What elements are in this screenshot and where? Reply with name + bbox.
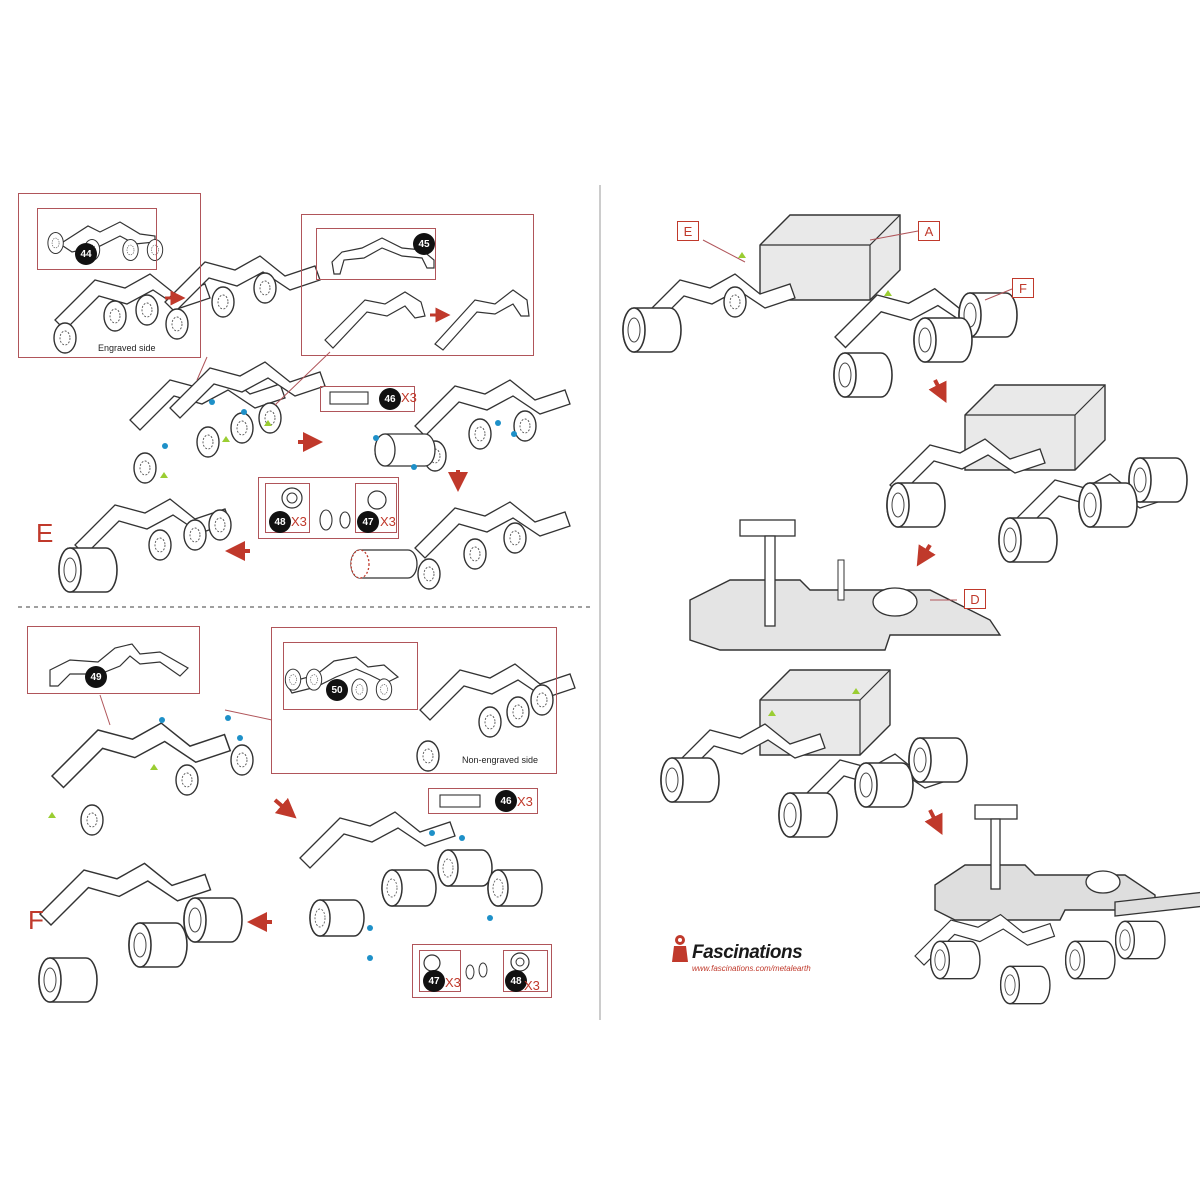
section-label-f: F — [28, 905, 44, 935]
part-number-47-top: 47 — [357, 511, 379, 533]
part-number-49: 49 — [85, 666, 107, 688]
part-number-48-bottom: 48 — [505, 970, 527, 992]
frame-part-44 — [37, 208, 157, 270]
mascot-icon — [672, 935, 688, 962]
frame-parts-47-48-bottom — [412, 944, 552, 998]
frame-step-45-overview — [301, 214, 534, 356]
part-number-50: 50 — [326, 679, 348, 701]
note-non-engraved-side: Non-engraved side — [462, 755, 539, 765]
part-number-46-top: 46 — [379, 388, 401, 410]
frame-parts-48-47-top — [258, 477, 399, 539]
section-label-e: E — [36, 518, 54, 548]
brand-logo: Fascinations www.fascinations.com/metale… — [670, 934, 811, 973]
quantity-48-top: X3 — [291, 514, 307, 529]
quantity-47-bottom: X3 — [445, 975, 461, 990]
frame-step-f-overview — [271, 627, 557, 774]
frame-step-e-overview — [18, 193, 201, 358]
assembly-tag-e: E — [677, 221, 699, 241]
assembly-tag-d: D — [964, 589, 986, 609]
frame-part-50 — [283, 642, 418, 710]
part-number-45: 45 — [413, 233, 435, 255]
frame-part-48-bottom — [503, 950, 548, 992]
quantity-48-bottom: X3 — [524, 978, 540, 993]
part-number-44: 44 — [75, 243, 97, 265]
brand-url: www.fascinations.com/metalearth — [692, 964, 811, 973]
frame-part-45 — [316, 228, 436, 280]
frame-part-47-top — [355, 483, 397, 533]
part-number-47-bottom: 47 — [423, 970, 445, 992]
frame-part-47-bottom — [419, 950, 461, 992]
brand-name: Fascinations — [692, 942, 803, 963]
frame-part-46-top — [320, 386, 415, 412]
frame-part-46-bottom — [428, 788, 538, 814]
assembly-tag-a: A — [918, 221, 940, 241]
quantity-46-bottom: X3 — [517, 794, 533, 809]
quantity-46-top: X3 — [401, 390, 417, 405]
assembly-tag-f: F — [1012, 278, 1034, 298]
part-number-48-top: 48 — [269, 511, 291, 533]
part-number-46-bottom: 46 — [495, 790, 517, 812]
frame-part-48-top — [265, 483, 310, 533]
quantity-47-top: X3 — [380, 514, 396, 529]
note-engraved-side: Engraved side — [98, 343, 156, 353]
frame-part-49 — [27, 626, 200, 694]
